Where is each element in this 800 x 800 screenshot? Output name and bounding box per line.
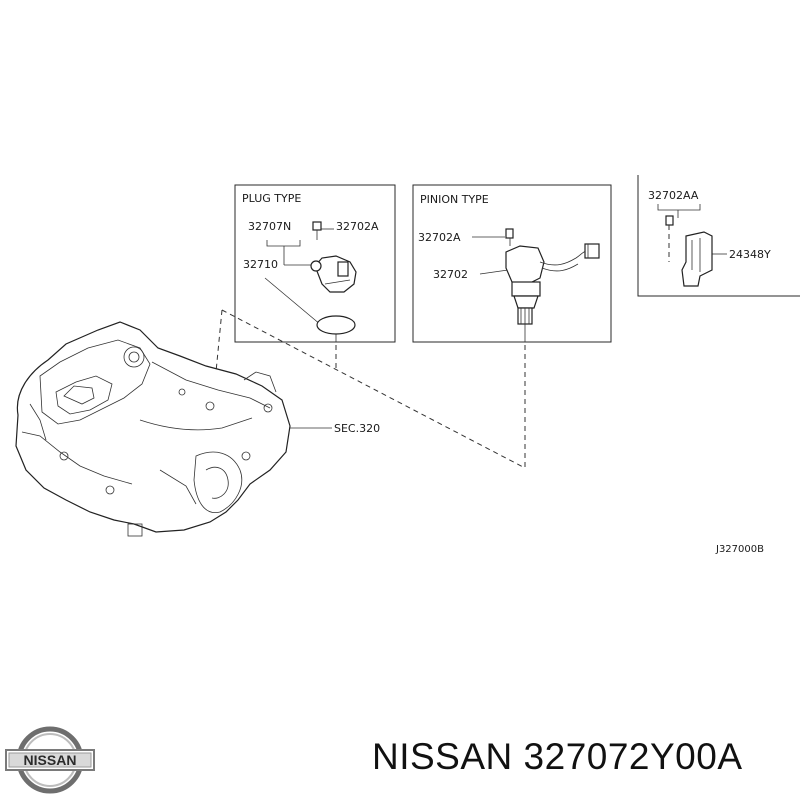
plug-type-panel: PLUG TYPE 32707N 32702A 32710: [234, 184, 396, 343]
pinion-type-frame: [412, 184, 612, 343]
label-32702aa: 32702AA: [648, 189, 699, 202]
label-32702: 32702: [433, 268, 468, 281]
leader-32710-b: [264, 277, 328, 331]
label-sec320: SEC.320: [334, 422, 380, 435]
bracket-frame: [637, 175, 800, 297]
leader-32702: [479, 269, 509, 275]
gasket-part: [316, 315, 356, 335]
pinion-sensor-part: [505, 243, 600, 325]
logo-text: NISSAN: [24, 752, 77, 768]
connector-lines: [215, 309, 526, 469]
label-32702a-plug: 32702A: [336, 220, 379, 233]
nissan-logo: NISSAN: [5, 726, 95, 794]
plug-sensor-part: [310, 255, 357, 293]
housing-dashed-drop: [215, 309, 223, 373]
part-number-title: NISSAN 327072Y00A: [372, 736, 743, 777]
plug-type-frame: [234, 184, 396, 343]
bolt-32707n-part: [312, 221, 322, 240]
label-32702a-pinion: 32702A: [418, 231, 461, 244]
label-32710: 32710: [243, 258, 278, 271]
clip-32702a-part: [505, 228, 514, 246]
plug-type-title: PLUG TYPE: [242, 192, 301, 205]
clip-32702aa-part: [665, 215, 674, 262]
label-32707n: 32707N: [248, 220, 291, 233]
plug-to-housing-dashed: [221, 309, 526, 469]
label-24348y: 24348Y: [729, 248, 771, 261]
leader-32702aa: [657, 204, 701, 211]
leader-32707n: [266, 240, 301, 247]
drawing-code: J327000B: [715, 544, 764, 555]
bracket-panel: 32702AA 24348Y: [637, 175, 800, 297]
bracket-24348y-part: [681, 231, 713, 287]
transmission-housing: [15, 321, 332, 537]
pinion-type-panel: PINION TYPE 32702A 32702: [412, 184, 612, 343]
pinion-type-title: PINION TYPE: [420, 193, 489, 206]
